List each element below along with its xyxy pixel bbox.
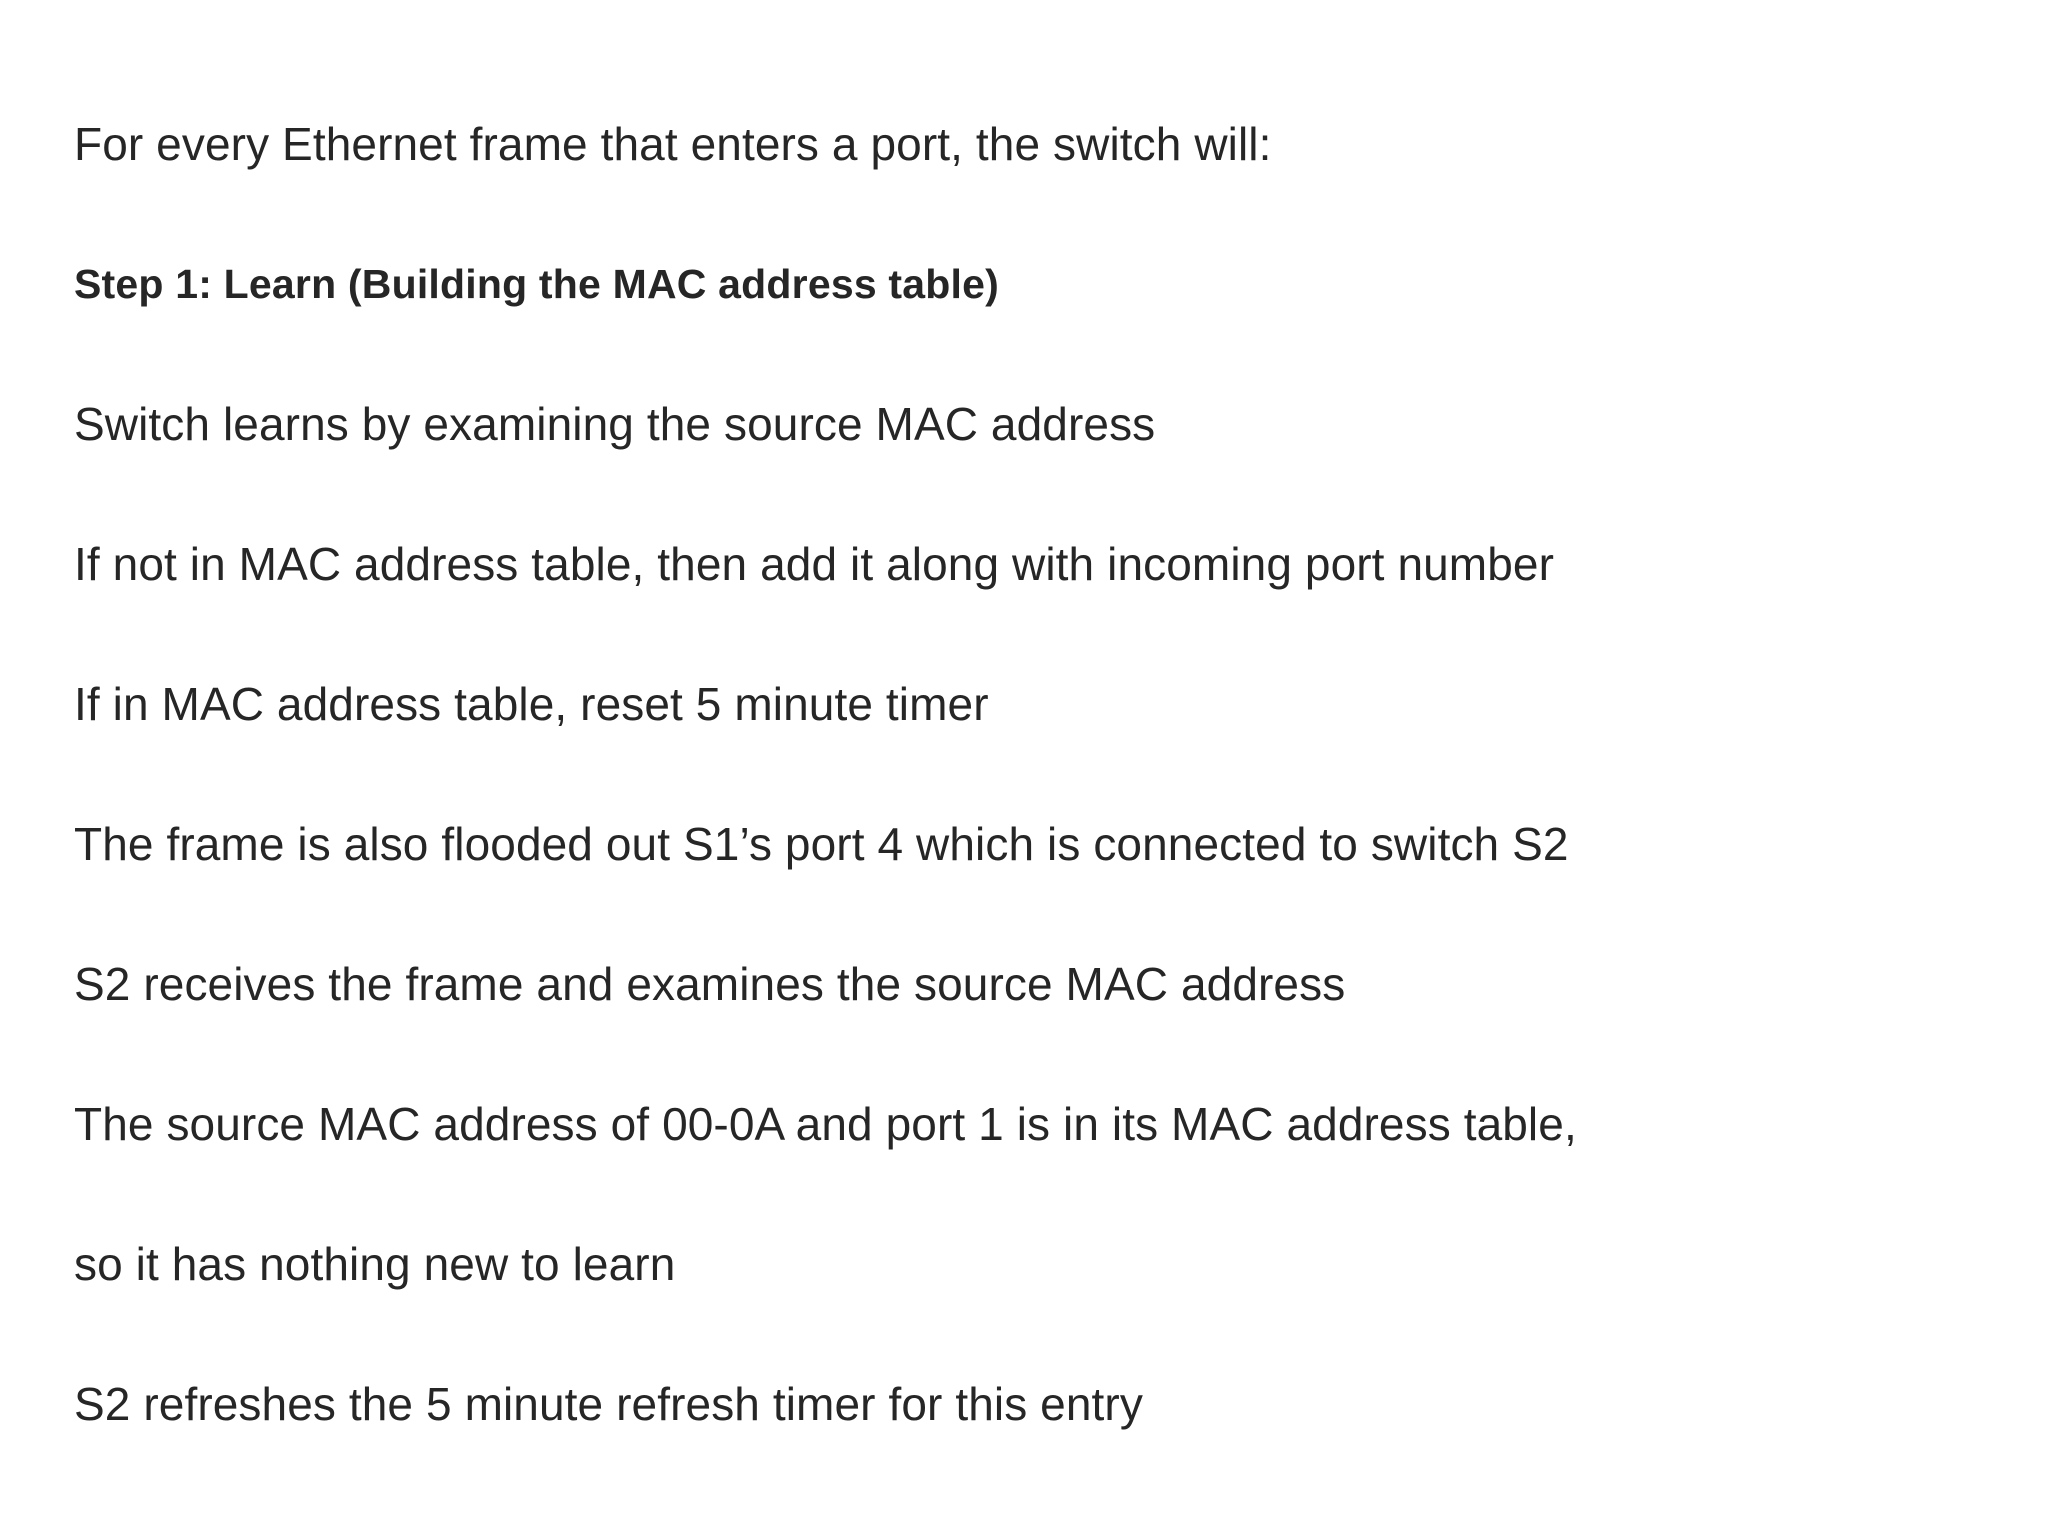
slide-line-source-mac-00-0a-b: so it has nothing new to learn [74, 1238, 676, 1290]
slide-line-s2-refresh-timer: S2 refreshes the 5 minute refresh timer … [74, 1378, 1143, 1430]
slide-line-intro: For every Ethernet frame that enters a p… [74, 118, 1272, 170]
slide-line-learn-source-mac: Switch learns by examining the source MA… [74, 398, 1156, 450]
slide-line-s2-receives: S2 receives the frame and examines the s… [74, 958, 1346, 1010]
slide-text-body: For every Ethernet frame that enters a p… [74, 74, 1994, 1474]
slide-line-add-entry: If not in MAC address table, then add it… [74, 538, 1555, 590]
slide-line-reset-timer: If in MAC address table, reset 5 minute … [74, 678, 989, 730]
slide-line-step-1-heading: Step 1: Learn (Building the MAC address … [74, 261, 999, 307]
slide-line-source-mac-00-0a-a: The source MAC address of 00-0A and port… [74, 1098, 1577, 1150]
slide-line-flood-port-4: The frame is also flooded out S1’s port … [74, 818, 1569, 870]
